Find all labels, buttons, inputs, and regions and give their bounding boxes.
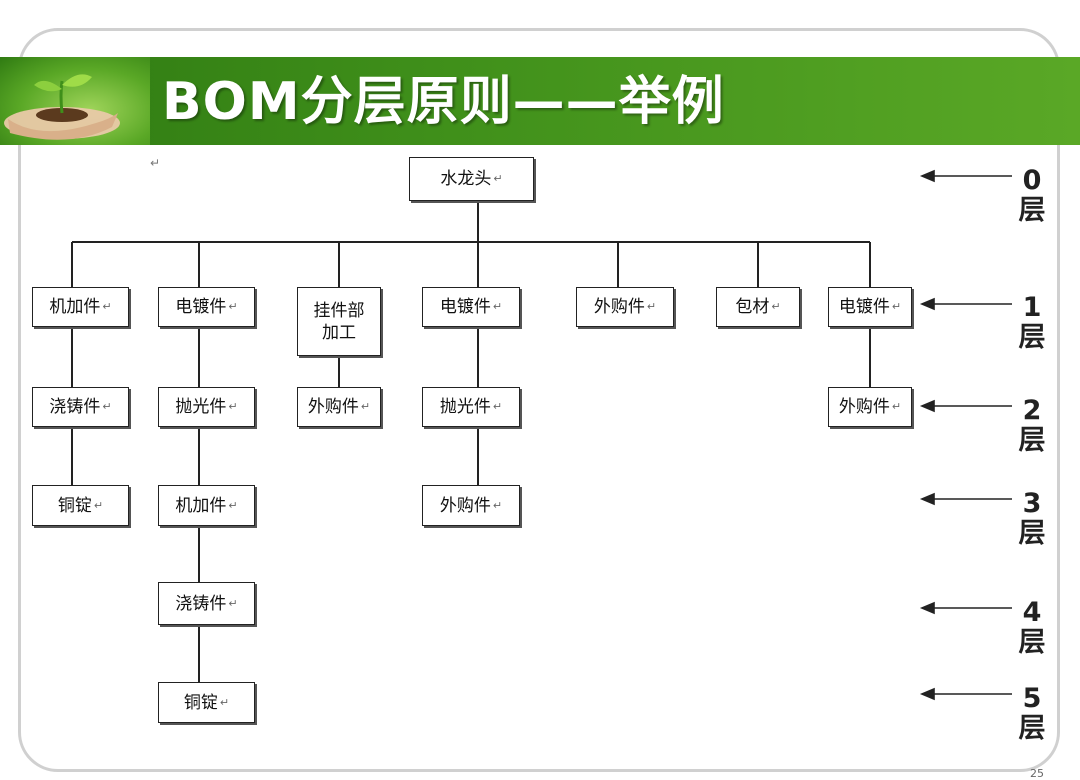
page-title: BOM分层原则——举例: [162, 72, 725, 132]
level-arrowhead-5: [919, 687, 935, 701]
level-unit: 层: [1018, 322, 1046, 353]
return-mark: ↵: [493, 172, 503, 185]
node-label: 水龙头: [440, 169, 492, 189]
return-mark: ↵: [492, 498, 503, 512]
node-label: 铜锭: [183, 692, 218, 713]
node-label: 机加件: [175, 495, 227, 516]
return-mark: ↵: [93, 498, 104, 512]
return-mark: ↵: [228, 300, 238, 313]
node-label: 外购件: [593, 297, 645, 317]
return-mark: ↵: [891, 400, 902, 413]
return-mark: ↵: [102, 400, 112, 413]
bom-node-pendant-processing: 挂件部 加工: [297, 287, 381, 356]
return-mark: ↵: [891, 300, 902, 313]
level-label-3: 3 层: [1012, 489, 1052, 549]
node-label: 外购件: [838, 397, 890, 417]
level-label-1: 1 层: [1012, 293, 1052, 353]
level-arrowhead-0: [919, 169, 935, 183]
bom-node-machined-part: 机加件↵: [32, 287, 129, 327]
page-number: 25: [1030, 767, 1044, 780]
node-label: 机加件: [49, 297, 101, 317]
seedling-hands-logo-icon: [4, 74, 120, 140]
node-label: 电镀件: [175, 297, 227, 317]
node-label: 抛光件: [439, 397, 491, 417]
level-unit: 层: [1018, 518, 1046, 549]
bom-node-casting: 浇铸件↵: [32, 387, 129, 427]
bom-node-plated-part-2: 电镀件↵: [422, 287, 520, 327]
level-label-4: 4 层: [1012, 598, 1052, 658]
bom-node-machined-part-2: 机加件↵: [158, 485, 255, 526]
return-mark: ↵: [150, 156, 161, 170]
return-mark: ↵: [492, 300, 503, 313]
bom-node-packaging: 包材↵: [716, 287, 800, 327]
level-unit: 层: [1018, 627, 1046, 658]
level-number: 5: [1022, 683, 1042, 714]
level-unit: 层: [1018, 713, 1046, 744]
return-mark: ↵: [360, 400, 371, 413]
bom-node-plated-part-3: 电镀件↵: [828, 287, 912, 327]
node-label: 包材: [735, 297, 770, 317]
level-unit: 层: [1018, 195, 1046, 226]
return-mark: ↵: [102, 300, 112, 313]
bom-node-purchased-part-4: 外购件↵: [422, 485, 520, 526]
level-label-0: 0 层: [1012, 166, 1052, 226]
return-mark: ↵: [228, 596, 238, 610]
level-number: 1: [1022, 292, 1042, 323]
bom-node-copper-ingot: 铜锭↵: [32, 485, 129, 526]
bom-node-copper-ingot-2: 铜锭↵: [158, 682, 255, 723]
level-arrowhead-3: [919, 492, 935, 506]
bom-node-polished-part: 抛光件↵: [158, 387, 255, 427]
return-mark: ↵: [219, 695, 230, 709]
bom-node-plated-part: 电镀件↵: [158, 287, 255, 327]
return-mark: ↵: [228, 400, 238, 413]
bom-node-faucet: 水龙头↵: [409, 157, 534, 201]
level-label-2: 2 层: [1012, 396, 1052, 456]
return-mark: ↵: [228, 498, 238, 512]
bom-node-purchased-part: 外购件↵: [576, 287, 674, 327]
level-label-5: 5 层: [1012, 684, 1052, 744]
bom-node-polished-part-2: 抛光件↵: [422, 387, 520, 427]
level-arrowhead-2: [919, 399, 935, 413]
level-arrowhead-4: [919, 601, 935, 615]
level-number: 4: [1022, 597, 1042, 628]
node-label: 外购件: [307, 397, 359, 417]
node-label: 铜锭: [57, 495, 92, 516]
title-banner: [0, 57, 1080, 145]
node-label: 电镀件: [439, 297, 491, 317]
return-mark: ↵: [771, 300, 781, 313]
bom-node-casting-2: 浇铸件↵: [158, 582, 255, 625]
level-number: 0: [1022, 165, 1042, 196]
level-unit: 层: [1018, 425, 1046, 456]
node-label: 电镀件: [838, 297, 890, 317]
bom-node-purchased-part-3: 外购件↵: [828, 387, 912, 427]
node-label: 浇铸件: [49, 397, 101, 417]
bom-node-purchased-part-2: 外购件↵: [297, 387, 381, 427]
node-label: 挂件部 加工: [313, 300, 365, 343]
node-label: 抛光件: [175, 397, 227, 417]
return-mark: ↵: [492, 400, 503, 413]
level-number: 2: [1022, 395, 1042, 426]
node-label: 浇铸件: [175, 593, 227, 614]
node-label: 外购件: [439, 495, 491, 516]
level-number: 3: [1022, 488, 1042, 519]
level-arrowhead-1: [919, 297, 935, 311]
return-mark: ↵: [646, 300, 657, 313]
